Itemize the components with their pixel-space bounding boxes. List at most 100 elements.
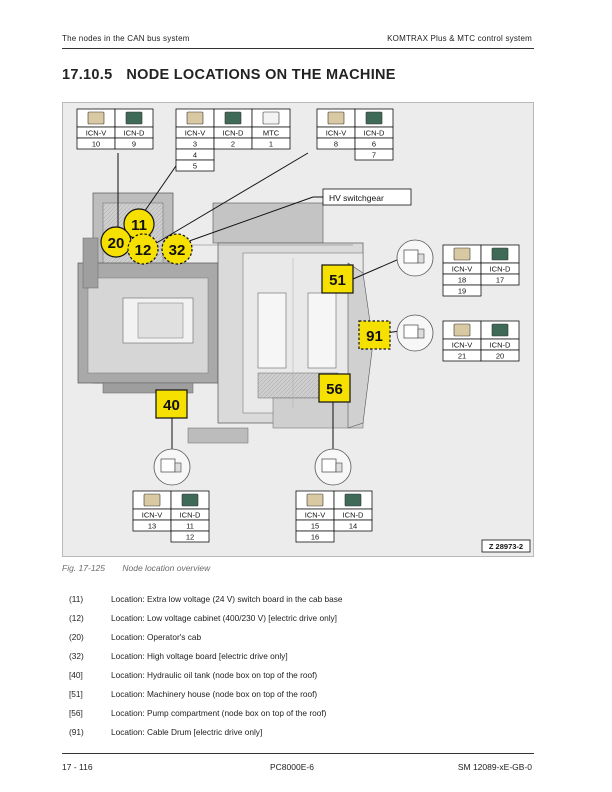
node-table-value: 9 xyxy=(132,140,136,149)
location-item: (20)Location: Operator's cab xyxy=(69,632,201,642)
node-icon-51 xyxy=(396,239,434,277)
badge-12-label: 12 xyxy=(135,242,152,259)
location-text: Location: Extra low voltage (24 V) switc… xyxy=(111,594,343,604)
node-table-header: ICN-D xyxy=(343,511,364,520)
icn-v-module-icon xyxy=(306,493,324,507)
location-code: (32) xyxy=(69,651,84,661)
node-table-header: ICN-D xyxy=(180,511,201,520)
machine-diagram: HV switchgear 11 20 12 32 xyxy=(76,108,531,553)
node-table-value: 17 xyxy=(496,276,504,285)
node-table-header: ICN-D xyxy=(223,129,244,138)
node-table-header: ICN-D xyxy=(364,129,385,138)
node-table-value: 20 xyxy=(496,352,504,361)
location-item: [40] Location: Hydraulic oil tank (node b… xyxy=(69,670,317,680)
icn-v-module-icon xyxy=(327,111,345,125)
icn-d-module-icon xyxy=(125,111,143,125)
badge-56: 56 xyxy=(318,373,351,403)
node-table-cell xyxy=(114,137,154,150)
node-table-value: 16 xyxy=(311,533,319,542)
location-item: (91)Location: Cable Drum [electric drive… xyxy=(69,727,262,737)
mtc-module-icon xyxy=(262,111,280,125)
node-icon-40 xyxy=(153,448,191,486)
section-number: 17.10.5 xyxy=(62,67,113,83)
node-table-t2: ICN-V ICN-D MTC 3 2 1 4 5 xyxy=(175,108,291,172)
node-table-cell xyxy=(175,159,215,172)
document-number: SM 12089-xE-GB-0 xyxy=(457,762,532,772)
node-table-cell xyxy=(170,530,210,543)
node-table-header: ICN-V xyxy=(185,129,205,138)
badge-91-label: 91 xyxy=(366,328,383,345)
node-table-header: ICN-D xyxy=(490,341,511,350)
node-table-value: 5 xyxy=(193,162,197,171)
badge-40: 40 xyxy=(155,389,188,419)
badge-32-label: 32 xyxy=(169,242,186,259)
icn-d-module-icon xyxy=(365,111,383,125)
badge-56-label: 56 xyxy=(326,381,343,398)
node-table-value: 7 xyxy=(372,151,376,160)
node-table-cell xyxy=(251,137,291,150)
node-table-header: MTC xyxy=(263,129,280,138)
badge-32: 32 xyxy=(161,233,193,265)
node-table-value: 3 xyxy=(193,140,197,149)
footer-divider xyxy=(62,753,534,754)
node-table-header: ICN-V xyxy=(142,511,162,520)
node-table-header: ICN-D xyxy=(490,265,511,274)
header-divider xyxy=(62,48,534,49)
node-table-value: 10 xyxy=(92,140,100,149)
node-table-cell xyxy=(480,273,520,286)
figure-caption-text: Node location overview xyxy=(122,563,211,573)
node-table-cell xyxy=(295,530,335,543)
icn-d-module-icon xyxy=(344,493,362,507)
node-table-cell xyxy=(333,519,373,532)
location-code: [40] xyxy=(69,670,83,680)
location-text: Location: Hydraulic oil tank (node box o… xyxy=(111,670,318,680)
node-table-value: 13 xyxy=(148,522,156,531)
node-table-cell xyxy=(480,349,520,362)
badge-51-label: 51 xyxy=(329,272,346,289)
icn-v-module-icon xyxy=(453,247,471,261)
location-text: Location: Cable Drum [electric drive onl… xyxy=(111,727,263,737)
header-document-title: KOMTRAX Plus & MTC control system xyxy=(387,34,532,43)
node-table-header: ICN-V xyxy=(452,265,472,274)
icn-v-module-icon xyxy=(87,111,105,125)
badge-40-label: 40 xyxy=(163,397,180,414)
node-table-value: 19 xyxy=(458,287,466,296)
node-table-value: 18 xyxy=(458,276,466,285)
icn-d-module-icon xyxy=(491,247,509,261)
badge-12: 12 xyxy=(127,233,159,265)
badge-91: 91 xyxy=(358,320,391,350)
location-code: (20) xyxy=(69,632,84,642)
figure-reference: Z 28973-2 xyxy=(481,539,531,553)
node-table-value: 14 xyxy=(349,522,357,531)
node-table-value: 2 xyxy=(231,140,235,149)
location-item: (32)Location: High voltage board [electr… xyxy=(69,651,288,661)
icn-v-module-icon xyxy=(143,493,161,507)
node-table-cell xyxy=(354,148,394,161)
node-table-value: 4 xyxy=(193,151,197,160)
hv-switchgear-callout: HV switchgear xyxy=(313,188,412,206)
node-table-value: 6 xyxy=(372,140,376,149)
location-text: Location: Machinery house (node box on t… xyxy=(111,689,318,699)
node-table-header: ICN-V xyxy=(326,129,346,138)
node-table-value: 11 xyxy=(186,522,194,531)
node-table-t91: ICN-V ICN-D 21 20 xyxy=(442,320,520,362)
node-icon-91 xyxy=(396,314,434,352)
node-table-value: 12 xyxy=(186,533,194,542)
icn-v-module-icon xyxy=(186,111,204,125)
location-item: [51] Location: Machinery house (node box … xyxy=(69,689,317,699)
node-table-value: 21 xyxy=(458,352,466,361)
page-number: 17 - 116 xyxy=(62,762,93,772)
node-table-value: 1 xyxy=(269,140,273,149)
location-code: [56] xyxy=(69,708,83,718)
node-location-figure: HV switchgear 11 20 12 32 xyxy=(62,102,534,557)
badge-11-label: 11 xyxy=(131,217,147,234)
node-table-value: 15 xyxy=(311,522,319,531)
location-code: [51] xyxy=(69,689,83,699)
machine-model: PC8000E-6 xyxy=(270,762,314,772)
node-table-header: ICN-V xyxy=(452,341,472,350)
icn-v-module-icon xyxy=(453,323,471,337)
badge-51: 51 xyxy=(321,264,354,294)
figure-caption-number: Fig. 17-125 xyxy=(62,563,105,573)
